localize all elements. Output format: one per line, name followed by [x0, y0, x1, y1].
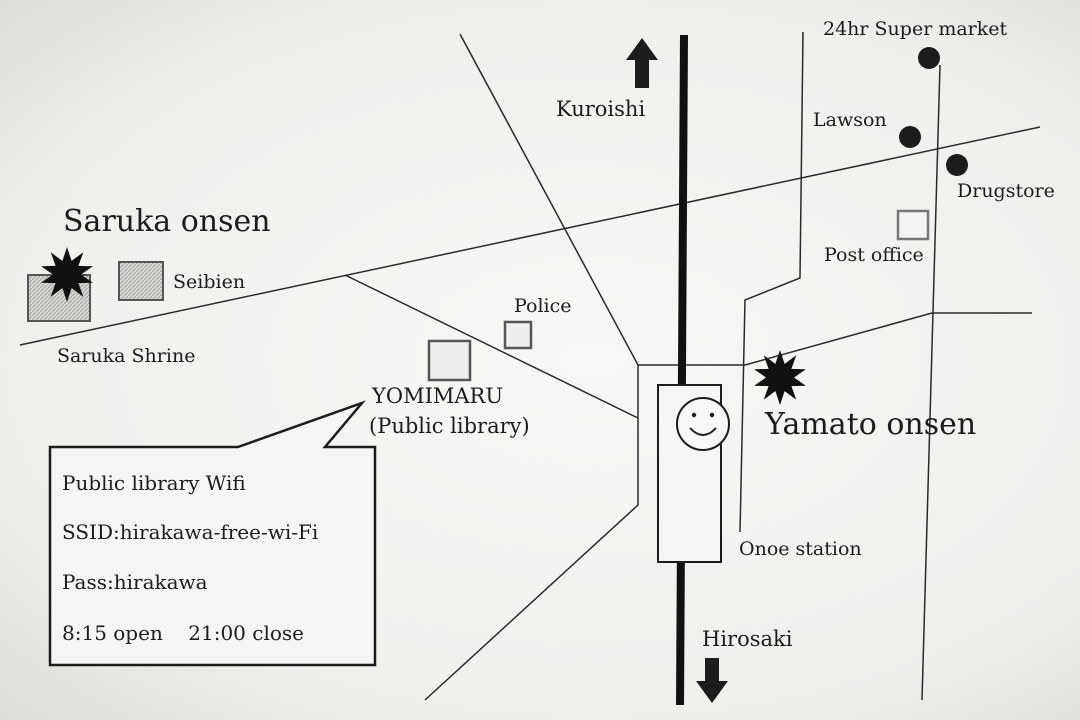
yamato-star-burst-icon — [754, 350, 806, 405]
smiley-face-icon — [676, 397, 730, 451]
drugstore-dot-icon — [946, 154, 968, 176]
wifi-ssid: SSID:hirakawa-free-wi-Fi — [62, 520, 319, 544]
wifi-title: Public library Wifi — [62, 471, 246, 495]
drugstore-label: Drugstore — [957, 180, 1055, 202]
lawson-dot-icon — [899, 126, 921, 148]
library-road — [344, 274, 639, 419]
star-burst-icon — [41, 247, 93, 302]
arrow-down-icon — [696, 658, 728, 703]
northwest-road — [459, 33, 639, 366]
police-building — [503, 320, 533, 350]
police-label: Police — [514, 295, 572, 317]
hirosaki-label: Hirosaki — [702, 627, 793, 651]
main-diagonal-road — [19, 126, 1041, 346]
far-east-road — [921, 64, 941, 701]
railway-line — [676, 34, 688, 706]
supermarket-label: 24hr Super market — [823, 18, 1008, 40]
library-hours: 8:15 open 21:00 close — [62, 621, 304, 645]
station-area-road — [424, 365, 639, 701]
yamato-onsen-label: Yamato onsen — [765, 407, 977, 442]
onoe-station-label: Onoe station — [739, 538, 862, 560]
saruka-shrine-label: Saruka Shrine — [57, 345, 196, 367]
post-office-label: Post office — [824, 244, 924, 266]
east-road — [739, 31, 804, 533]
wifi-password: Pass:hirakawa — [62, 570, 208, 594]
seibien-building — [118, 261, 164, 301]
yamato-road — [744, 312, 933, 366]
post-office-building — [896, 209, 930, 241]
seibien-label: Seibien — [173, 271, 246, 293]
arrow-up-icon — [626, 38, 658, 88]
yomimaru-label: YOMIMARU — [372, 384, 504, 408]
public-library-label: (Public library) — [369, 414, 530, 438]
saruka-onsen-label: Saruka onsen — [63, 204, 271, 239]
kuroishi-label: Kuroishi — [556, 97, 646, 121]
lawson-label: Lawson — [813, 109, 887, 131]
supermarket-dot-icon — [918, 47, 940, 69]
yomimaru-building — [427, 339, 472, 382]
info-bubble-frame — [48, 400, 377, 667]
